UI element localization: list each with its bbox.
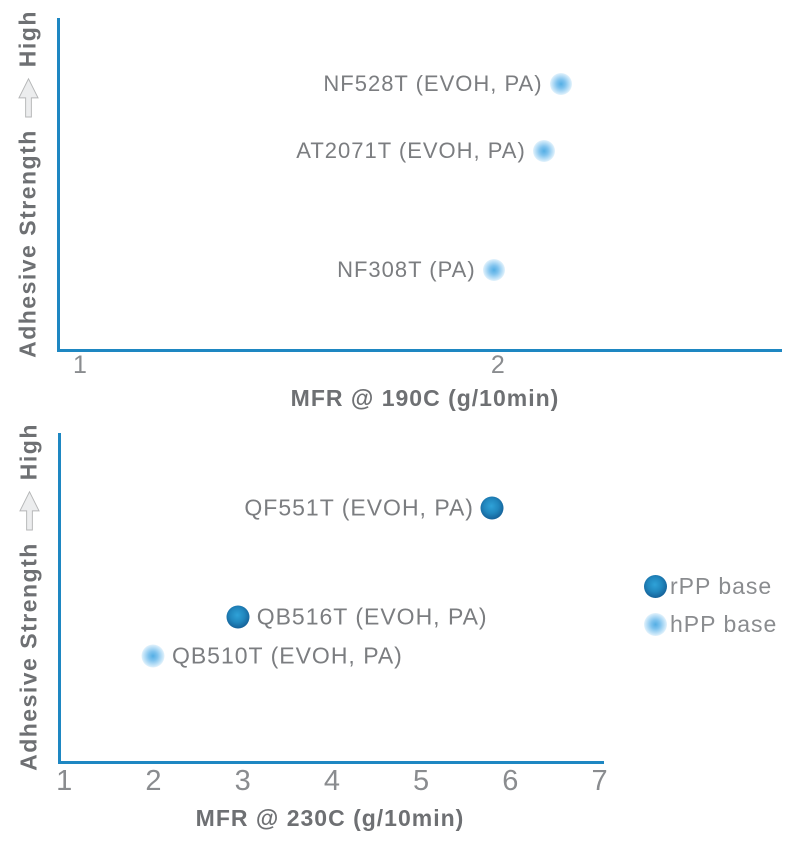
y-axis-line <box>58 433 61 763</box>
data-point <box>482 259 505 282</box>
up-arrow-icon <box>17 78 39 118</box>
x-axis-line <box>57 349 782 352</box>
data-point <box>532 139 555 162</box>
data-point <box>226 605 250 629</box>
y-axis-label-high: High <box>14 10 41 68</box>
x-tick-label: 5 <box>413 765 430 797</box>
up-arrow-icon <box>18 491 40 531</box>
legend-item-hpp: hPP base <box>644 611 777 638</box>
y-axis-label: Adhesive Strength High <box>16 423 43 771</box>
x-tick-label: 2 <box>145 765 162 797</box>
data-point-label: QB516T (EVOH, PA) <box>256 603 488 630</box>
x-tick-label: 6 <box>502 765 519 797</box>
data-point <box>480 496 504 520</box>
x-tick-label: 3 <box>234 765 251 797</box>
x-tick-label: 1 <box>56 765 73 797</box>
chart-mfr-190: Adhesive Strength High 1 2 NF528T (EVOH, … <box>0 0 800 411</box>
data-point <box>549 73 572 96</box>
y-axis-label: Adhesive Strength High <box>15 10 42 358</box>
x-tick-label: 7 <box>591 765 608 797</box>
y-axis-label-text: Adhesive Strength <box>15 542 42 771</box>
data-point-label: QF551T (EVOH, PA) <box>244 494 474 521</box>
data-point-label: QB510T (EVOH, PA) <box>171 642 403 669</box>
data-point <box>141 644 165 668</box>
x-tick-label: 1 <box>73 351 87 379</box>
legend-label: hPP base <box>670 611 778 637</box>
x-tick-label: 2 <box>490 351 505 379</box>
data-point-label: NF528T (EVOH, PA) <box>323 71 543 97</box>
x-axis-title: MFR @ 230C (g/10min) <box>195 805 465 831</box>
data-point-label: AT2071T (EVOH, PA) <box>296 137 526 163</box>
y-axis-label-text: Adhesive Strength <box>14 129 41 358</box>
legend-label: rPP base <box>670 573 773 599</box>
rpp-dot-icon <box>644 575 667 598</box>
chart-mfr-230: Adhesive Strength High 1 2 3 4 5 6 7 QF551T (E… <box>0 410 800 842</box>
legend-item-rpp: rPP base <box>644 573 777 600</box>
y-axis-line <box>57 18 60 351</box>
hpp-dot-icon <box>644 613 667 636</box>
data-point-label: NF308T (PA) <box>337 257 476 283</box>
x-axis-title: MFR @ 190C (g/10min) <box>290 385 560 411</box>
y-axis-label-high: High <box>15 423 42 481</box>
x-axis-line <box>58 761 604 764</box>
x-tick-label: 4 <box>323 765 340 797</box>
legend: rPP base hPP base <box>644 573 777 638</box>
